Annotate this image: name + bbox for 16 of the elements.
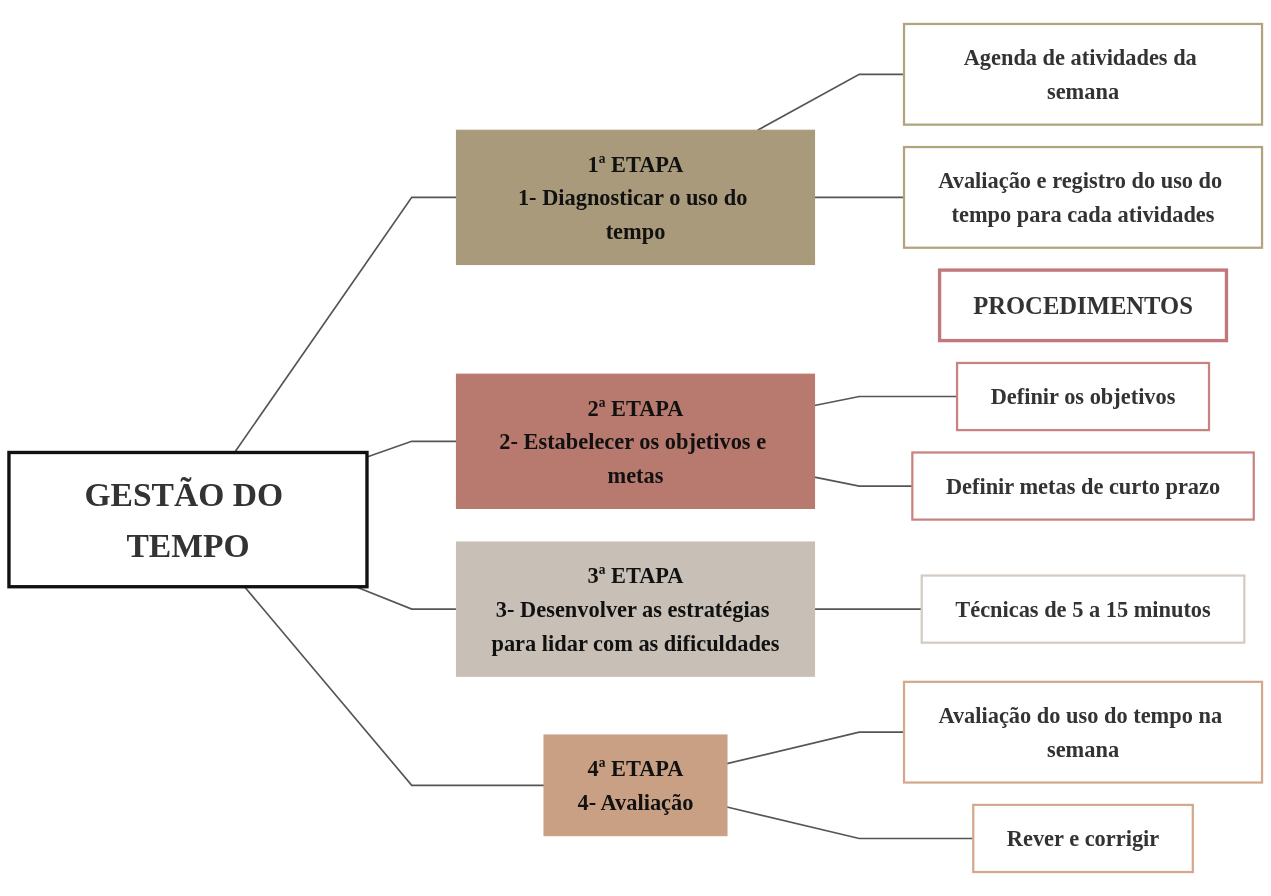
node-box: Definir os objetivos xyxy=(955,361,1211,432)
node-box: PROCEDIMENTOS xyxy=(937,268,1229,343)
node-box: Agenda de atividades da semana xyxy=(902,22,1264,126)
node-box: Avaliação e registro do uso do tempo para cada atividades xyxy=(902,145,1264,249)
connector xyxy=(243,585,545,787)
node-box: 4ª ETAPA 4- Avaliação xyxy=(543,734,728,837)
node-box: Rever e corrigir xyxy=(972,803,1194,874)
node-box: 1ª ETAPA 1- Diagnosticar o uso do tempo xyxy=(455,129,816,266)
node-box: Avaliação do uso do tempo na semana xyxy=(902,680,1264,784)
connector xyxy=(726,731,905,765)
connector xyxy=(756,73,905,132)
node-box: Definir metas de curto prazo xyxy=(911,451,1255,521)
node-box: Técnicas de 5 a 15 minutos xyxy=(920,574,1246,644)
node-box: 2ª ETAPA 2- Estabelecer os objetivos e metas xyxy=(455,373,816,509)
node-box: 3ª ETAPA 3- Desenvolver as estratégias para lidar com as dificuldades xyxy=(455,541,816,677)
node-box: GESTÃO DO TEMPO xyxy=(7,450,369,589)
